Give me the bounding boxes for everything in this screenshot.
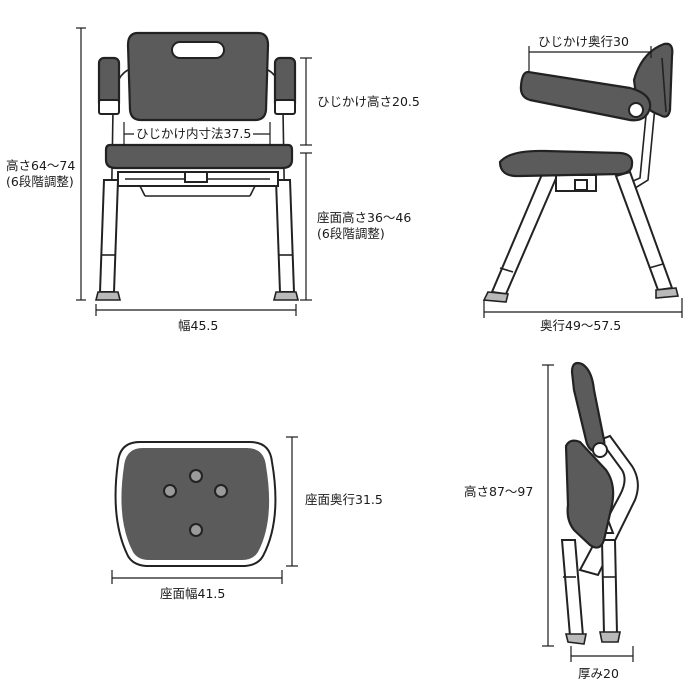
foot-icon [599,631,621,643]
front-height-note: (6段階調整) [4,174,76,189]
foot-icon [655,287,680,299]
seat-dimensions [111,436,298,584]
pivot-icon [628,102,644,118]
armrest-depth-label: ひじかけ奥行30 [536,34,631,49]
side-dimensions [483,46,683,318]
side-depth-label: 奥行49～57.5 [538,318,624,333]
seat-top-view [114,441,277,567]
foot-icon [272,291,300,301]
foot-icon [482,291,510,303]
side-view-chair [482,42,680,303]
seat-width-label: 座面幅41.5 [160,586,226,601]
folded-dimensions [542,364,634,662]
foot-icon [564,633,587,645]
front-view-chair [94,31,300,301]
drain-hole-icon [189,523,203,537]
handle-hole [171,41,225,59]
foot-icon [94,291,122,301]
drain-hole-icon [189,469,203,483]
folded-height-label: 高さ87～97 [462,484,536,499]
pivot-icon [592,442,608,458]
armrest-height-label: ひじかけ高さ20.5 [317,94,420,109]
seat-height-label: 座面高さ36～46 [317,210,412,225]
drain-hole-icon [214,484,228,498]
front-height-label: 高さ64～74 [4,158,78,173]
seat-height-note: (6段階調整) [317,226,385,241]
front-width-label: 幅45.5 [176,318,221,333]
armrest-inner-width-label: ひじかけ内寸法37.5 [134,126,254,141]
folded-chair [560,361,639,645]
seat-depth-label: 座面奥行31.5 [305,492,383,507]
drain-hole-icon [163,484,177,498]
folded-thickness-label: 厚み20 [578,666,619,681]
